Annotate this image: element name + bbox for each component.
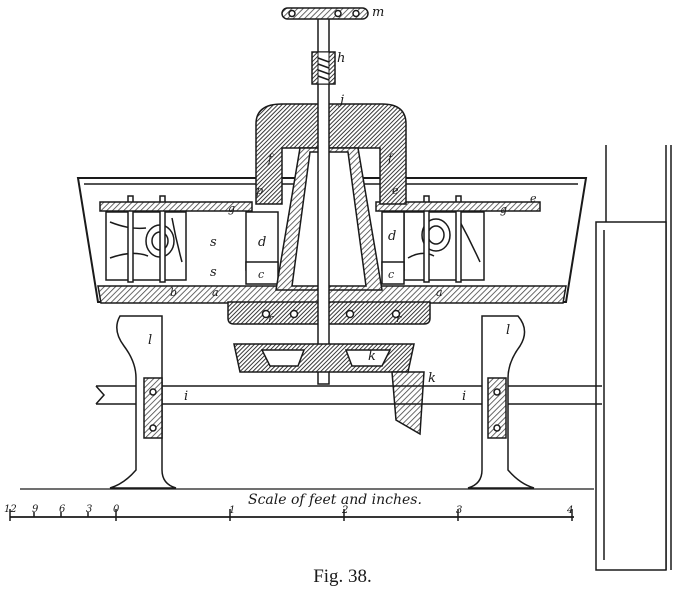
label-l-right: l bbox=[506, 323, 510, 338]
label-s-upper: s bbox=[210, 235, 217, 250]
label-d-left: d bbox=[258, 235, 266, 250]
scale-tick-2ft: 2 bbox=[341, 505, 348, 516]
scale-tick-6: 6 bbox=[59, 504, 66, 515]
scale-tick-1ft: 1 bbox=[229, 505, 235, 516]
bar-g-right bbox=[375, 201, 541, 212]
label-m: m bbox=[372, 5, 384, 20]
label-a-left: a bbox=[212, 286, 219, 299]
figure-caption: Fig. 38. bbox=[313, 566, 372, 587]
label-b: b bbox=[170, 286, 177, 299]
bar-g-left bbox=[99, 201, 253, 212]
label-d-right: d bbox=[388, 229, 396, 244]
label-i-left: i bbox=[184, 389, 188, 404]
scale-tick-3ft: 3 bbox=[456, 505, 462, 516]
label-f-right: f bbox=[387, 152, 394, 165]
part-labels: m h j f f p e e g g s s d d c c b a a r … bbox=[148, 5, 537, 404]
label-g-right: g bbox=[500, 203, 507, 216]
label-a-right: a bbox=[436, 286, 443, 299]
scale-tick-12: 12 bbox=[4, 504, 17, 515]
label-j: j bbox=[337, 93, 344, 108]
scale-tick-0: 0 bbox=[113, 504, 120, 515]
label-l-left: l bbox=[148, 333, 152, 348]
bevel-gear-k bbox=[233, 343, 425, 436]
label-i-right: i bbox=[462, 389, 466, 404]
support-right-l bbox=[467, 315, 535, 489]
scale-caption: Scale of feet and inches. bbox=[248, 492, 422, 508]
block-c-left bbox=[245, 261, 279, 285]
scale-tick-3: 3 bbox=[86, 504, 92, 515]
label-r-left: r bbox=[268, 312, 274, 325]
scale-tick-9: 9 bbox=[32, 504, 39, 515]
label-e-right: e bbox=[392, 184, 399, 197]
wood-block-right bbox=[403, 195, 485, 283]
handle-wheel-m bbox=[281, 7, 369, 20]
label-g-left: g bbox=[228, 202, 235, 215]
yoke-f bbox=[255, 103, 407, 205]
block-d-left bbox=[245, 211, 279, 271]
scale-bar bbox=[9, 509, 574, 521]
label-k-upper: k bbox=[368, 349, 376, 364]
label-c-right: c bbox=[388, 268, 394, 281]
scale-labels: 12 9 6 3 0 1 2 3 4 Scale of feet and inc… bbox=[4, 492, 573, 516]
side-frame-right bbox=[595, 145, 672, 571]
label-e: e bbox=[530, 192, 537, 205]
label-k-lower: k bbox=[428, 371, 436, 386]
label-c-left: c bbox=[258, 268, 264, 281]
wood-block-left bbox=[105, 195, 187, 283]
label-r-right: r bbox=[396, 312, 402, 325]
block-c-right bbox=[381, 261, 405, 285]
label-f-left: f bbox=[267, 152, 274, 165]
label-s-lower: s bbox=[210, 265, 217, 280]
scale-tick-4ft: 4 bbox=[566, 505, 573, 516]
support-left-l bbox=[109, 315, 177, 489]
main-shaft-i bbox=[95, 385, 602, 405]
label-p: p bbox=[256, 184, 263, 197]
label-h: h bbox=[337, 51, 345, 66]
